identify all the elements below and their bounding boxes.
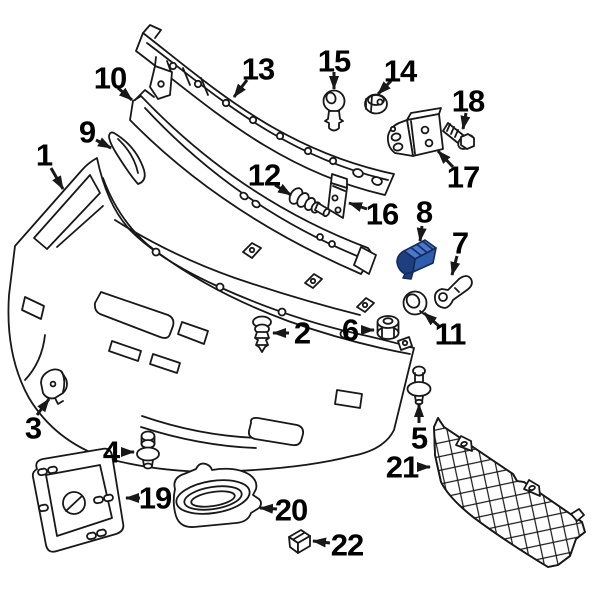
part-drawing-bolt-4: [136, 430, 160, 470]
part-drawing-grommet-11: [402, 290, 428, 316]
callout-arrow-22: [312, 537, 331, 548]
callout-arrow-layer: [35, 72, 471, 548]
part-drawing-license-bracket-19: [31, 447, 125, 553]
callout-arrow-18: [460, 112, 471, 130]
callout-19[interactable]: 19: [138, 480, 172, 516]
part-drawing-cap-3: [40, 368, 68, 405]
callout-1[interactable]: 1: [35, 137, 53, 173]
callout-arrow-9: [95, 137, 112, 150]
callout-arrow-20: [259, 503, 278, 514]
callout-6[interactable]: 6: [341, 312, 359, 348]
callout-arrow-1: [49, 167, 65, 190]
callout-2[interactable]: 2: [293, 315, 311, 351]
callout-22[interactable]: 22: [330, 527, 364, 563]
part-drawing-fog-bezel-20: [172, 462, 262, 528]
callout-17[interactable]: 17: [446, 159, 480, 195]
callout-arrow-7: [450, 255, 461, 276]
callout-4[interactable]: 4: [102, 434, 120, 470]
callout-arrow-16: [348, 201, 368, 212]
part-drawing-bracket-7: [433, 275, 473, 309]
callout-arrow-13: [232, 79, 249, 98]
callout-18[interactable]: 18: [451, 83, 485, 119]
callout-14[interactable]: 14: [383, 53, 417, 89]
callout-5[interactable]: 5: [410, 420, 428, 456]
callout-8[interactable]: 8: [415, 194, 433, 230]
callout-9[interactable]: 9: [78, 114, 96, 150]
part-drawing-clip-8-highlighted[interactable]: [396, 239, 437, 280]
part-drawing-stud-12: [288, 187, 331, 218]
callout-10[interactable]: 10: [93, 60, 127, 96]
part-drawing-nut-6: [376, 315, 400, 340]
part-drawing-bracket-16: [327, 173, 348, 219]
callout-21[interactable]: 21: [385, 449, 419, 485]
callout-arrow-14: [376, 79, 393, 96]
part-drawing-bolt-5: [406, 365, 432, 406]
callout-15[interactable]: 15: [317, 43, 351, 79]
part-drawing-clip-22: [288, 529, 311, 554]
part-drawing-bracket-17: [386, 107, 444, 157]
callout-3[interactable]: 3: [24, 410, 42, 446]
callout-arrow-12: [274, 183, 292, 197]
part-drawing-nut-14: [364, 93, 388, 115]
callout-7[interactable]: 7: [451, 225, 469, 261]
callout-arrow-3: [35, 398, 51, 416]
part-drawing-rivet-2: [252, 315, 272, 353]
part-drawing-mesh-grille-21: [433, 417, 586, 568]
part-drawing-pin-15: [322, 89, 346, 132]
callout-11[interactable]: 11: [434, 316, 467, 352]
part-drawing-absorber-9: [108, 131, 146, 185]
part-drawing-bolt-18: [442, 122, 475, 150]
callout-13[interactable]: 13: [241, 51, 275, 87]
callout-arrow-17: [436, 149, 455, 169]
part-drawing-impact-bar: [129, 89, 377, 275]
callout-arrow-8: [416, 225, 427, 242]
callout-20[interactable]: 20: [274, 492, 308, 528]
callout-12[interactable]: 12: [247, 157, 281, 193]
callout-16[interactable]: 16: [365, 196, 399, 232]
part-drawing-upper-tie-bar: [135, 24, 395, 196]
callout-arrow-10: [117, 86, 133, 102]
part-drawing-front-bumper-cover: [7, 157, 415, 473]
clip-8-lip: [402, 271, 414, 280]
callout-arrow-11: [423, 311, 441, 329]
